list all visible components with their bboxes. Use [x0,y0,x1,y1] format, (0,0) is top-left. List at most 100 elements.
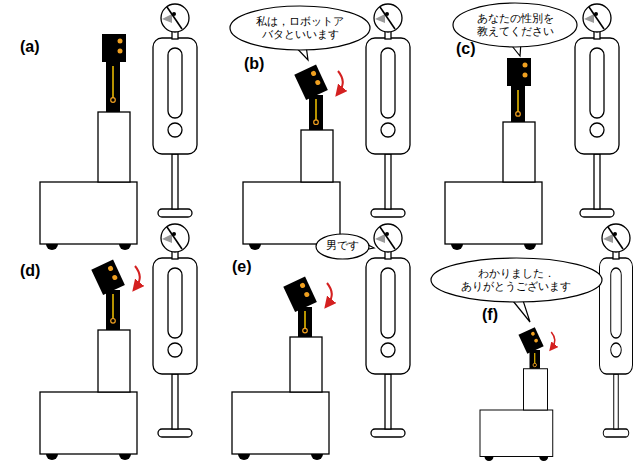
robot-eye [118,39,123,44]
robot-pedestal [98,112,130,182]
speech-bubble: 私は，ロボットア バタといいます [229,5,371,51]
robot-body-dot [111,98,116,103]
human-face [375,14,385,23]
robot-head-group [294,65,328,101]
panel-label: (c) [456,40,476,58]
human-leg [385,374,391,429]
human-base [371,429,405,437]
human-glasses [589,7,604,29]
human-torso [600,258,633,374]
robot-body [511,86,525,122]
robot-body [309,95,323,130]
human-arm [168,48,182,118]
human-figure [366,224,410,437]
human-eye [385,232,389,236]
robot-body [106,62,120,112]
speech-text: あなたの性別を 教えてください [474,12,557,38]
robot-avatar [243,65,343,250]
human-body [153,38,197,217]
human-eye [385,12,389,16]
human-body [600,258,633,437]
human-glasses [608,227,623,249]
panel-label: (b) [244,55,264,73]
robot-head-group [102,34,126,62]
robot-body [106,290,120,330]
robot-avatar [480,327,555,461]
human-leg [594,154,600,209]
human-base [158,429,192,437]
human-face [162,234,172,243]
robot-eye [303,291,310,298]
robot-body-line [304,311,306,329]
human-arm [381,48,395,118]
human-eye [594,12,598,16]
robot-eye [310,70,317,77]
robot-head-group [507,58,531,86]
human-base [580,209,614,217]
human-glasses [380,227,395,249]
human-body [575,38,619,217]
human-face [584,14,594,23]
robot-pedestal [301,130,333,182]
robot-pedestal [290,337,322,392]
human-head [374,4,402,32]
robot-eye [314,79,321,86]
human-figure [153,4,197,217]
robot-body-line [112,294,114,319]
speech-text: 男です [326,239,359,252]
human-face [375,234,385,243]
robot-head [294,65,328,101]
human-head [374,224,402,252]
human-body [366,38,410,217]
robot-body-dot [516,112,521,117]
robot-eye [118,49,123,54]
robot-avatar [232,277,332,460]
human-leg [385,154,391,209]
robot-eye [523,73,528,78]
human-glasses [380,7,395,29]
robot-body [530,350,541,369]
human-glasses [167,227,182,249]
speech-bubble: 男です [315,233,370,260]
human-body [366,258,410,437]
speech-bubble: わかりました． ありがとうございます [430,257,603,303]
human-head [161,4,189,32]
human-eye [172,12,176,16]
human-body [153,258,197,437]
robot-head [518,327,543,354]
robot-cart [40,392,137,454]
robot-head [102,34,126,62]
human-hand [381,123,395,137]
human-hand [611,343,622,357]
robot-pedestal [503,122,535,182]
panel-label: (d) [20,262,40,280]
motion-arrow [551,332,555,348]
human-torso [575,38,619,154]
human-torso [153,258,197,374]
robot-cart [480,410,553,457]
human-torso [366,258,410,374]
human-eye [172,232,176,236]
bubble-ellipse [230,6,370,50]
robot-head-group [283,277,317,313]
robot-body-dot [303,328,308,333]
robot-body [298,307,312,337]
bubble-ellipse [316,234,369,259]
human-base [158,209,192,217]
human-glasses [167,7,182,29]
human-torso [153,38,197,154]
robot-pedestal [98,330,130,392]
human-leg [172,374,178,429]
robot-head [91,260,125,296]
robot-eye [530,331,535,336]
human-base [603,429,629,437]
robot-head [283,277,317,313]
human-figure [575,4,619,217]
robot-eye [534,338,539,343]
robot-avatar [445,58,542,250]
panel-label: (e) [232,258,252,276]
robot-eye [299,282,306,289]
robot-head-group [518,327,543,354]
